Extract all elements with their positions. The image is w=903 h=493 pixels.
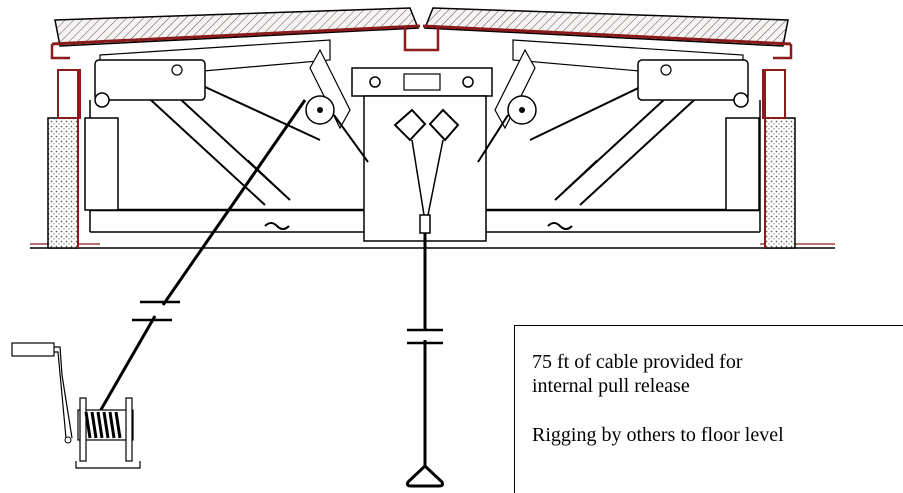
cover-panel-left [50, 7, 421, 108]
floor-line [30, 243, 835, 249]
note-box: 75 ft of cable provided for internal pul… [514, 325, 903, 493]
hand-winch-icon [11, 342, 141, 469]
note-line-rigging: Rigging by others to floor level [532, 424, 784, 446]
cover-panel-right [422, 7, 793, 108]
note-line-release: internal pull release [532, 375, 690, 397]
center-latch-assembly [305, 28, 537, 242]
gas-strut-left [139, 79, 321, 206]
curb-wall-right [762, 69, 796, 249]
pull-release-cable [407, 233, 443, 468]
note-line-cable: 75 ft of cable provided for [532, 351, 743, 373]
gas-strut-right [529, 79, 706, 206]
winch-cable [93, 99, 307, 421]
pull-handle-icon [405, 463, 445, 488]
curb-wall-left [47, 69, 81, 249]
